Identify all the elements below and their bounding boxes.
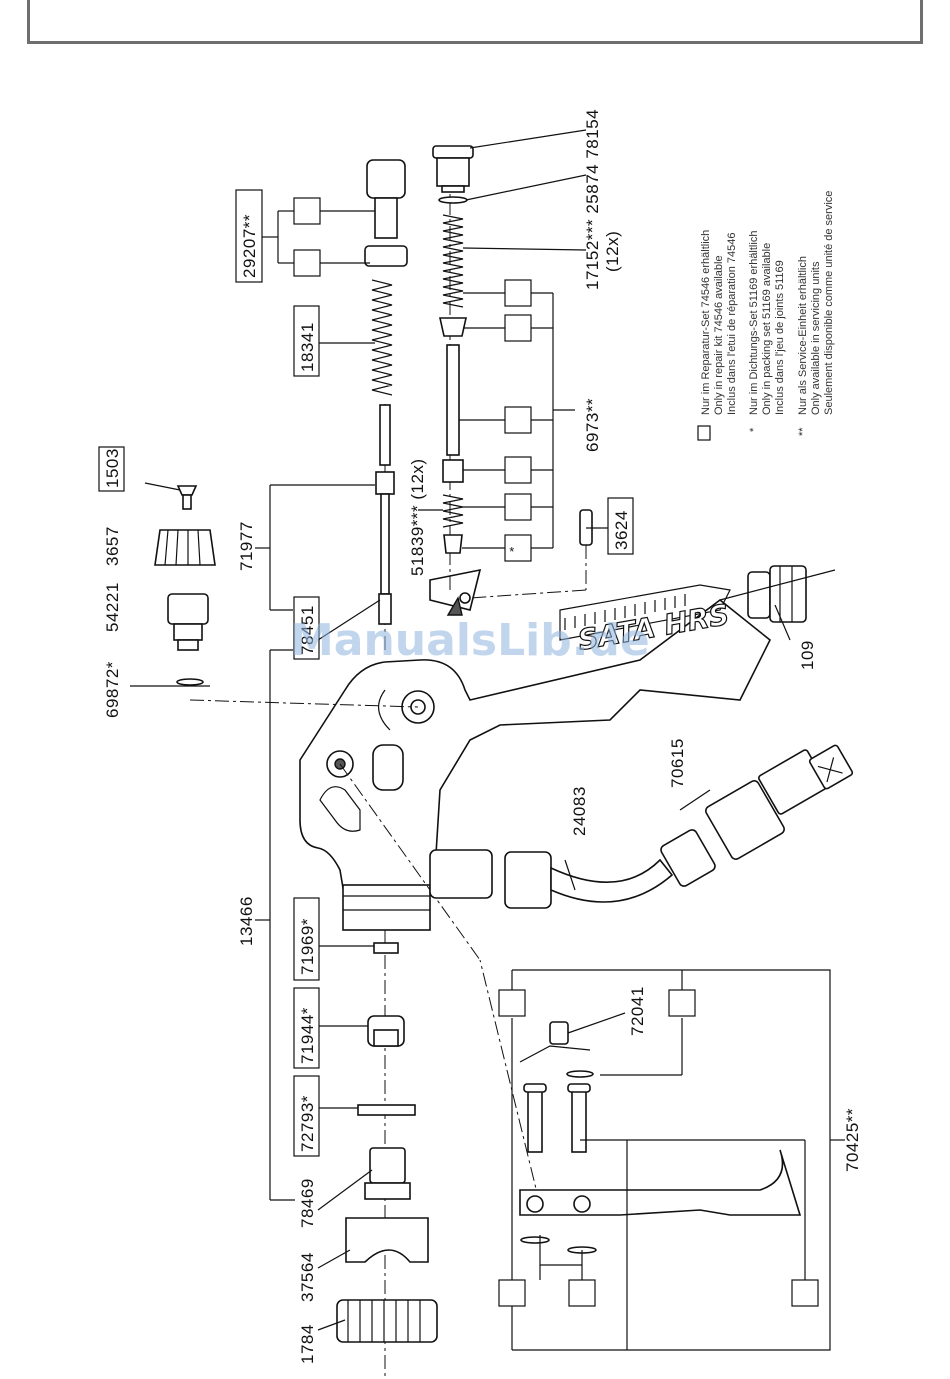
left-small-parts (154, 485, 216, 686)
header-frame (27, 0, 923, 44)
label-71977: 71977 (237, 521, 256, 571)
legend-line-6: Inclus dans l'jeu de joints 51169 (774, 260, 786, 415)
label-1503: 1503 (103, 448, 122, 488)
label-109: 109 (798, 640, 817, 670)
label-18341: 18341 (298, 322, 317, 372)
legend: Nur im Reparatur-Set 74546 erhältlich On… (697, 191, 835, 441)
label-71969: 71969* (298, 918, 317, 975)
legend-box-symbol (697, 425, 711, 441)
kit-marker-boxes: * (293, 197, 819, 1307)
label-70425: 70425** (843, 1108, 862, 1172)
legend-line-4: Nur im Dichtungs-Set 51169 erhältlich (748, 231, 760, 415)
gun-body: SATA HRS (299, 568, 772, 931)
handle-grip-lines (564, 594, 686, 630)
legend-marker-double-star: ** (797, 427, 809, 436)
needle-assembly (364, 159, 408, 625)
bottom-parts (336, 942, 438, 1343)
watermark: ManualsLib.de (290, 615, 650, 666)
label-51839: 51839*** (12x) (408, 458, 427, 576)
label-frames (98, 189, 634, 1157)
label-3624: 3624 (612, 510, 631, 550)
label-70615: 70615 (668, 738, 687, 788)
label-54221: 54221 (103, 582, 122, 632)
servicing-unit-frame (511, 969, 831, 1351)
legend-line-9: Seulement disponible comme unité de serv… (823, 191, 835, 415)
label-29207: 29207** (240, 214, 259, 278)
legend-line-2: Only in repair kit 74546 available (713, 255, 725, 415)
legend-line-7: Nur als Service-Einheit erhältlich (797, 256, 809, 415)
label-6973: 6973** (583, 398, 602, 452)
label-78451: 78451 (298, 605, 317, 655)
legend-line-3: Inclus dans l'etui de réparation 74546 (726, 232, 738, 415)
air-fitting-109 (719, 565, 836, 623)
label-72041: 72041 (628, 986, 647, 1036)
right-needle-assembly (432, 145, 474, 554)
legend-line-8: Only available in servicing units (810, 261, 822, 415)
legend-line-1: Nur im Reparatur-Set 74546 erhältlich (700, 230, 712, 415)
part-labels: 1503 3657 54221 69872* 71977 78451 18341… (103, 109, 862, 1364)
trigger-assembly (519, 1021, 802, 1254)
leader-lines (130, 129, 845, 1331)
label-13466: 13466 (237, 896, 256, 946)
star-box-marker: * (509, 544, 515, 559)
label-78469: 78469 (298, 1178, 317, 1228)
label-17152: 17152*** 25874 78154 (583, 109, 602, 290)
label-71944: 71944* (298, 1007, 317, 1064)
label-37564: 37564 (298, 1252, 317, 1302)
label-1784: 1784 (298, 1324, 317, 1364)
label-24083: 24083 (570, 786, 589, 836)
legend-marker-star: * (748, 427, 760, 432)
legend-line-5: Only in packing set 51169 available (761, 243, 773, 415)
label-12x: (12x) (603, 231, 622, 272)
label-72793: 72793* (298, 1095, 317, 1152)
label-3657: 3657 (103, 526, 122, 566)
label-69872: 69872* (103, 661, 122, 718)
air-hose (429, 744, 854, 909)
